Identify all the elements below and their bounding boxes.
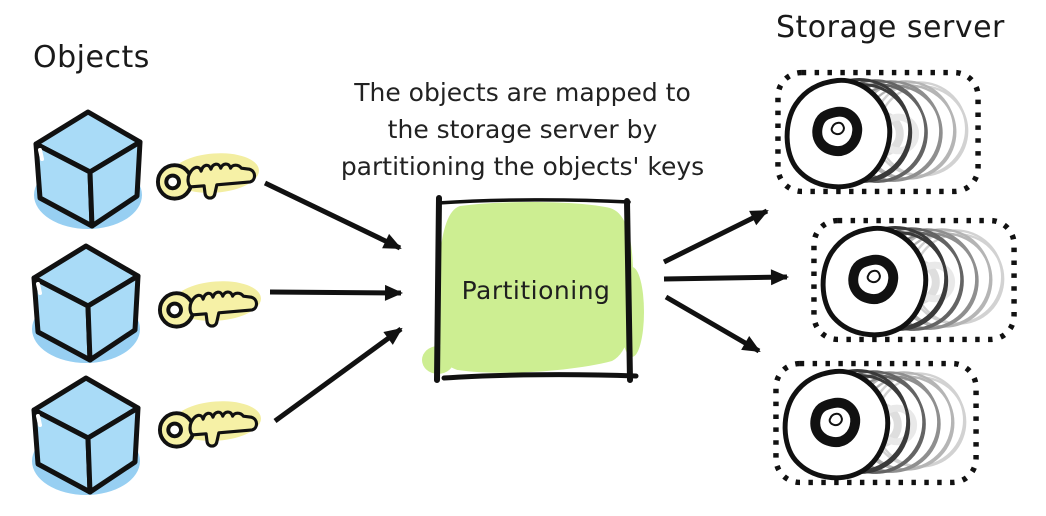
partition-to-server-arrow xyxy=(662,208,769,265)
disk-stack-icon xyxy=(823,228,1003,335)
cube-icon xyxy=(28,100,148,232)
partition-to-server-arrow xyxy=(663,269,789,286)
note-text: The objects are mapped to the storage se… xyxy=(340,78,705,181)
key-to-partition-arrow xyxy=(269,284,403,301)
storage-server-box xyxy=(773,360,979,486)
cube-icon xyxy=(26,366,146,498)
partition-to-server-arrow xyxy=(664,294,761,354)
objects-title: Objects xyxy=(33,40,150,75)
dotted-border xyxy=(773,360,979,486)
storage-server-title: Storage server xyxy=(776,10,1005,45)
partition-box-frame xyxy=(422,195,644,383)
partition-box: Partitioning xyxy=(422,194,644,386)
storage-server-box xyxy=(811,217,1017,343)
key-icon xyxy=(155,148,263,201)
key-icon xyxy=(157,276,265,329)
dotted-border xyxy=(811,217,1017,343)
storage-server-box xyxy=(775,69,981,195)
disk-stack-icon xyxy=(785,371,965,478)
key-icon xyxy=(157,396,265,449)
key-to-partition-arrow xyxy=(273,326,403,424)
cube-icon xyxy=(26,234,146,366)
key-to-partition-arrow xyxy=(263,180,402,251)
partition-box-label: Partitioning xyxy=(461,275,611,305)
disk-stack-icon xyxy=(787,80,967,187)
dotted-border xyxy=(775,69,981,195)
